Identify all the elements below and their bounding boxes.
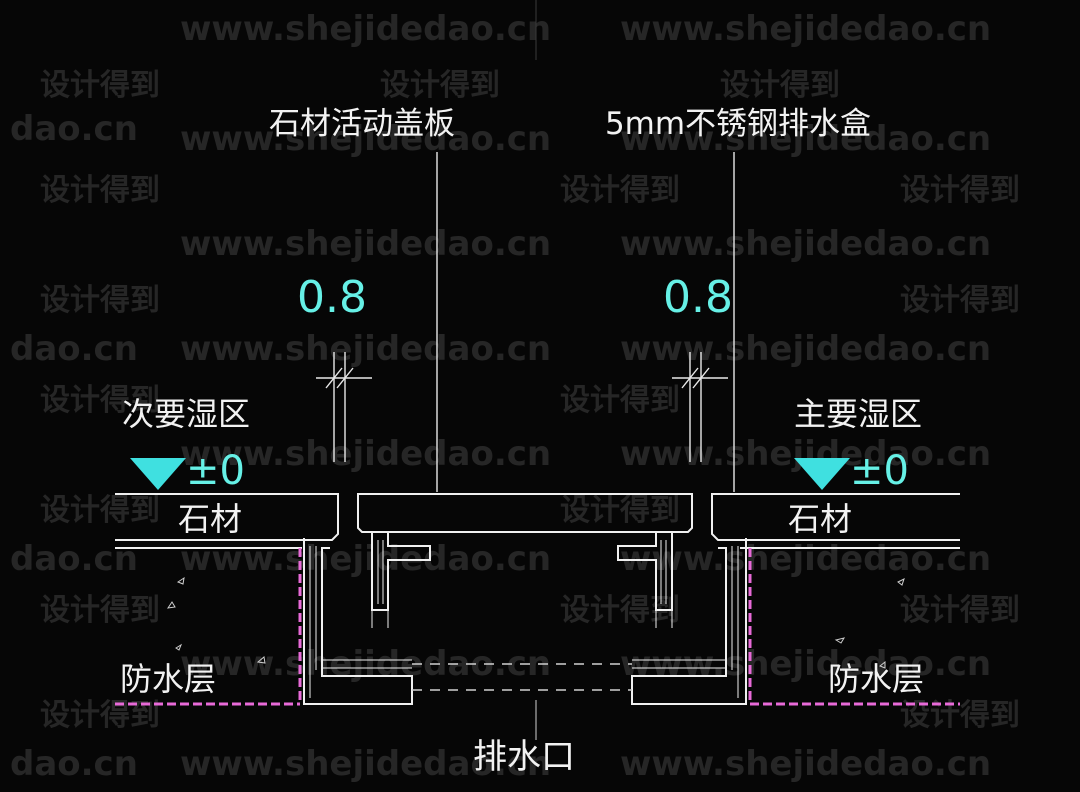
watermark-url: www.shejidedao.cn (180, 434, 551, 474)
waterproof-layer-left (115, 548, 302, 706)
watermark-cn: 设计得到 (720, 68, 840, 103)
watermark: www.shejidedao.cn www.shejidedao.cn 设计得到… (10, 9, 1020, 784)
drain-outlet-label: 排水口 (473, 737, 575, 777)
watermark-fragment: dao.cn (10, 744, 138, 784)
dimension-left-marks (316, 352, 372, 462)
watermark-url: www.shejidedao.cn (180, 224, 551, 264)
cover-plate-label: 石材活动盖板 (269, 106, 455, 142)
watermark-cn: 设计得到 (40, 173, 160, 208)
level-marker-right-icon (794, 458, 850, 490)
watermark-fragment: dao.cn (10, 329, 138, 369)
drain-box-label: 5mm不锈钢排水盒 (605, 106, 871, 142)
stone-floor-left (115, 493, 339, 549)
secondary-wet-area-label: 次要湿区 (122, 395, 250, 433)
stone-floor-right (711, 493, 960, 549)
waterproof-layer-right (748, 548, 960, 706)
watermark-url: www.shejidedao.cn (180, 744, 551, 784)
watermark-cn: 设计得到 (40, 283, 160, 318)
watermark-fragment: dao.cn (10, 539, 138, 579)
concrete-aggregate-marks (166, 576, 905, 669)
watermark-url: www.shejidedao.cn (620, 224, 991, 264)
watermark-cn: 设计得到 (900, 283, 1020, 318)
watermark-url: www.shejidedao.cn (620, 119, 991, 159)
watermark-cn: 设计得到 (40, 493, 160, 528)
watermark-url: www.shejidedao.cn (180, 539, 551, 579)
watermark-url: www.shejidedao.cn (620, 9, 991, 49)
watermark-cn: 设计得到 (900, 593, 1020, 628)
watermark-cn: 设计得到 (900, 173, 1020, 208)
watermark-cn: 设计得到 (40, 698, 160, 733)
level-left-value: ±0 (186, 448, 245, 494)
watermark-fragment: dao.cn (10, 109, 138, 149)
waterproof-left-label: 防水层 (120, 660, 216, 698)
stone-cover-plate (357, 493, 693, 533)
dimension-right-marks (672, 352, 728, 462)
watermark-url: www.shejidedao.cn (620, 744, 991, 784)
watermark-url: www.shejidedao.cn (620, 329, 991, 369)
waterproof-right-label: 防水层 (828, 660, 924, 698)
watermark-cn: 设计得到 (40, 68, 160, 103)
watermark-cn: 设计得到 (560, 383, 680, 418)
watermark-cn: 设计得到 (560, 493, 680, 528)
watermark-url: www.shejidedao.cn (180, 119, 551, 159)
level-marker-left-icon (130, 458, 186, 490)
stone-left-label: 石材 (178, 500, 242, 538)
watermark-url: www.shejidedao.cn (620, 644, 991, 684)
watermark-cn: 设计得到 (380, 68, 500, 103)
drain-pipe-dashed (412, 663, 632, 691)
watermark-url: www.shejidedao.cn (180, 329, 551, 369)
watermark-url: www.shejidedao.cn (620, 539, 991, 579)
watermark-cn: 设计得到 (40, 593, 160, 628)
watermark-url: www.shejidedao.cn (180, 644, 551, 684)
primary-wet-area-label: 主要湿区 (794, 395, 922, 433)
stone-right-label: 石材 (788, 500, 852, 538)
cover-support-brackets (371, 532, 673, 628)
level-right-value: ±0 (850, 448, 909, 494)
watermark-url: www.shejidedao.cn (180, 9, 551, 49)
stainless-drain-box (303, 538, 747, 705)
dimension-left-value: 0.8 (297, 272, 367, 323)
dimension-right-value: 0.8 (663, 272, 733, 323)
watermark-cn: 设计得到 (40, 383, 160, 418)
watermark-cn: 设计得到 (560, 173, 680, 208)
